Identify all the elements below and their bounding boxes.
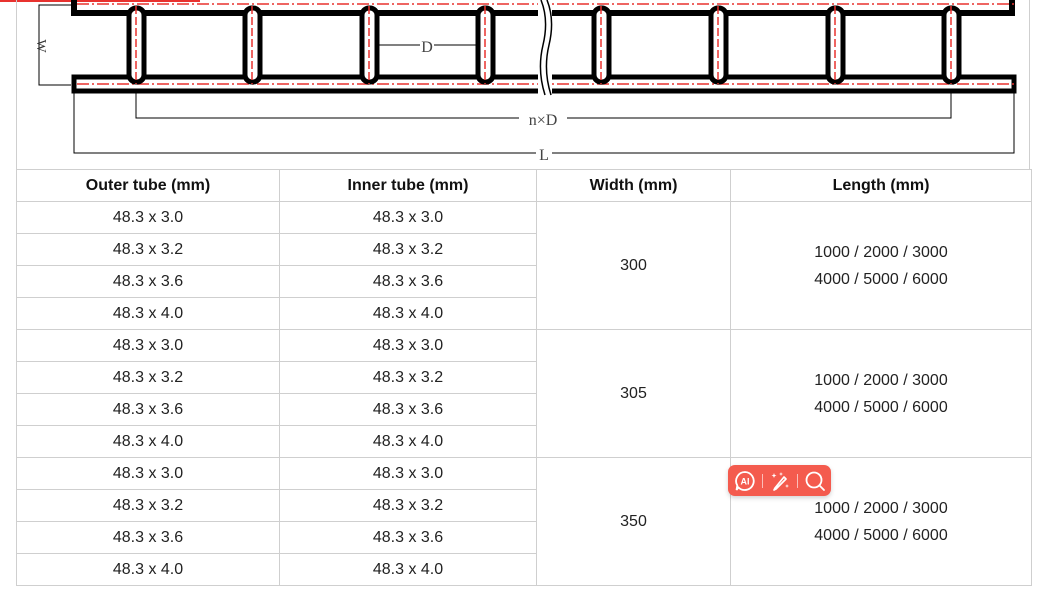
ai-chat-icon: AI — [735, 470, 755, 491]
magic-write-button[interactable] — [767, 468, 793, 494]
inner-tube-cell: 48.3 x 3.2 — [279, 361, 537, 394]
outer-tube-cell: 48.3 x 3.0 — [16, 457, 280, 490]
length-line: 1000 / 2000 / 3000 — [814, 499, 948, 517]
inner-tube-cell: 48.3 x 3.0 — [279, 201, 537, 234]
table-row: 48.3 x 3.0 48.3 x 3.0 305 1000 / 2000 / … — [16, 329, 1032, 458]
length-line: 4000 / 5000 / 6000 — [814, 398, 948, 416]
table-row: 48.3 x 3.0 48.3 x 3.0 350 1000 / 2000 / … — [16, 457, 1032, 586]
outer-tube-cell: 48.3 x 4.0 — [16, 297, 280, 330]
outer-tube-cell: 48.3 x 4.0 — [16, 553, 280, 586]
table-header-row: Outer tube (mm) Inner tube (mm) Width (m… — [16, 169, 1032, 202]
outer-tube-cell: 48.3 x 3.6 — [16, 393, 280, 426]
table-row: 48.3 x 4.0 48.3 x 4.0 — [16, 553, 1032, 586]
table-row: 48.3 x 3.0 48.3 x 3.0 300 1000 / 2000 / … — [16, 201, 1032, 330]
inner-tube-cell: 48.3 x 3.0 — [279, 457, 537, 490]
header-length: Length (mm) — [730, 169, 1032, 202]
table-row: 48.3 x 3.6 48.3 x 3.6 — [16, 521, 1032, 554]
outer-tube-cell: 48.3 x 3.6 — [16, 521, 280, 554]
svg-text:D: D — [421, 39, 433, 56]
width-cell: 305 — [536, 329, 731, 458]
toolbar-separator — [797, 473, 798, 488]
outer-tube-cell: 48.3 x 3.6 — [16, 265, 280, 298]
outer-tube-cell: 48.3 x 3.2 — [16, 233, 280, 266]
inner-tube-cell: 48.3 x 4.0 — [279, 425, 537, 458]
header-width: Width (mm) — [536, 169, 731, 202]
width-cell: 350 — [536, 457, 731, 586]
specification-table: Outer tube (mm) Inner tube (mm) Width (m… — [16, 169, 1032, 586]
length-line: 1000 / 2000 / 3000 — [814, 371, 948, 389]
width-cell: 300 — [536, 201, 731, 330]
table-row: 48.3 x 3.2 48.3 x 3.2 — [16, 489, 1032, 522]
table-row: 48.3 x 3.2 48.3 x 3.2 — [16, 233, 1032, 266]
svg-text:n×D: n×D — [529, 112, 558, 129]
inner-tube-cell: 48.3 x 3.6 — [279, 393, 537, 426]
inner-tube-cell: 48.3 x 4.0 — [279, 297, 537, 330]
top-accent-bar — [0, 0, 200, 2]
magic-pen-icon — [771, 471, 789, 491]
toolbar-separator — [762, 473, 763, 488]
outer-tube-cell: 48.3 x 4.0 — [16, 425, 280, 458]
length-line: 1000 / 2000 / 3000 — [814, 243, 948, 261]
svg-text:W: W — [33, 39, 48, 53]
inner-tube-cell: 48.3 x 3.6 — [279, 521, 537, 554]
table-row: 48.3 x 3.6 48.3 x 3.6 — [16, 393, 1032, 426]
length-cell: 1000 / 2000 / 3000 4000 / 5000 / 6000 — [730, 201, 1032, 330]
outer-tube-cell: 48.3 x 3.0 — [16, 201, 280, 234]
header-outer-tube: Outer tube (mm) — [16, 169, 280, 202]
inner-tube-cell: 48.3 x 3.6 — [279, 265, 537, 298]
ai-chat-button[interactable]: AI — [732, 468, 758, 494]
inner-tube-cell: 48.3 x 3.0 — [279, 329, 537, 362]
floating-ai-toolbar: AI — [728, 465, 831, 496]
ladder-diagram-drawing: W D n×D L — [33, 0, 1017, 164]
outer-tube-cell: 48.3 x 3.0 — [16, 329, 280, 362]
length-cell: 1000 / 2000 / 3000 4000 / 5000 / 6000 — [730, 329, 1032, 458]
inner-tube-cell: 48.3 x 3.2 — [279, 489, 537, 522]
table-row: 48.3 x 3.6 48.3 x 3.6 — [16, 265, 1032, 298]
svg-text:L: L — [539, 147, 549, 164]
inner-tube-cell: 48.3 x 4.0 — [279, 553, 537, 586]
outer-tube-cell: 48.3 x 3.2 — [16, 489, 280, 522]
length-line: 4000 / 5000 / 6000 — [814, 526, 948, 544]
length-line: 4000 / 5000 / 6000 — [814, 270, 948, 288]
header-inner-tube: Inner tube (mm) — [279, 169, 537, 202]
outer-tube-cell: 48.3 x 3.2 — [16, 361, 280, 394]
search-button[interactable] — [802, 468, 828, 494]
table-row: 48.3 x 3.2 48.3 x 3.2 — [16, 361, 1032, 394]
table-row: 48.3 x 4.0 48.3 x 4.0 — [16, 425, 1032, 458]
search-icon — [805, 471, 825, 491]
ladder-beam-diagram: W D n×D L — [16, 0, 1030, 169]
inner-tube-cell: 48.3 x 3.2 — [279, 233, 537, 266]
svg-text:AI: AI — [741, 476, 750, 486]
